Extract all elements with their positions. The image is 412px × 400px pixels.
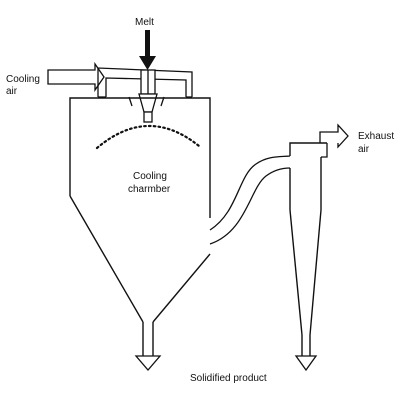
- cooling-air-label-line1: Cooling: [6, 74, 40, 85]
- cooling-chamber-label-line2: charmber: [128, 184, 171, 195]
- cyclone-outlet-arrow: [294, 355, 318, 372]
- melt-label: Melt: [135, 17, 154, 28]
- transfer-duct: [209, 155, 291, 245]
- solidified-product-label: Solidified product: [190, 373, 267, 384]
- atomizer-nozzle: [128, 69, 165, 123]
- cyclone-separator: [289, 142, 327, 356]
- exhaust-outlet: [319, 123, 349, 158]
- cooling-air-inlet-arrow: [47, 61, 105, 93]
- exhaust-air-label-line1: Exhaust: [358, 131, 394, 142]
- exhaust-air-label-line2: air: [358, 144, 370, 155]
- chamber-outlet-arrow: [134, 355, 162, 371]
- cooling-chamber: [69, 97, 211, 356]
- cooling-air-label-line2: air: [6, 86, 18, 97]
- melt-inlet-arrow: [139, 30, 156, 70]
- spray-pattern: [95, 124, 201, 150]
- cooling-chamber-label-line1: Cooling: [133, 171, 167, 182]
